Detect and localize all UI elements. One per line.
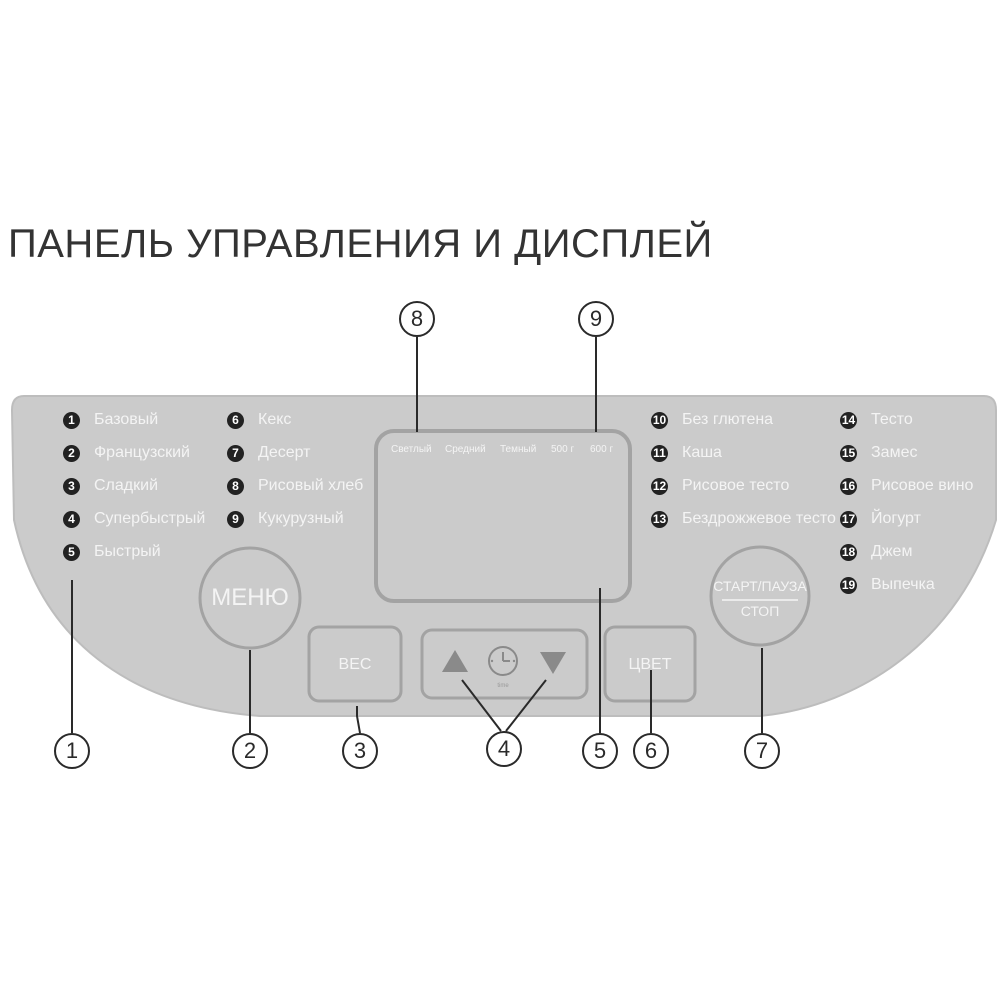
weight-button-shape bbox=[307, 625, 403, 703]
callout-8: 8 bbox=[399, 301, 435, 337]
program-label: Быстрый bbox=[94, 543, 161, 560]
program-number-badge: 5 bbox=[63, 543, 80, 561]
program-number-badge: 19 bbox=[840, 576, 857, 594]
program-item: 14 Тесто bbox=[840, 411, 913, 429]
program-number-badge: 12 bbox=[651, 477, 668, 495]
program-number-badge: 11 bbox=[651, 444, 668, 462]
stop-button[interactable]: СТОП bbox=[740, 603, 780, 619]
program-item: 8 Рисовый хлеб bbox=[227, 477, 363, 495]
callout-lines bbox=[71, 337, 763, 734]
program-item: 16 Рисовое вино bbox=[840, 477, 973, 495]
arrow-down-icon bbox=[540, 652, 566, 674]
program-item: 9 Кукурузный bbox=[227, 510, 344, 528]
start-button-shape bbox=[709, 545, 811, 647]
program-label: Кукурузный bbox=[258, 510, 344, 527]
menu-button-shape bbox=[198, 546, 302, 650]
program-number-badge: 18 bbox=[840, 543, 857, 561]
display-label-medium: Средний bbox=[445, 444, 486, 455]
program-number-badge: 15 bbox=[840, 444, 857, 462]
program-number-badge: 8 bbox=[227, 477, 244, 495]
program-number-badge: 7 bbox=[227, 444, 244, 462]
program-label: Рисовое тесто bbox=[682, 477, 790, 494]
menu-button[interactable]: МЕНЮ bbox=[211, 584, 289, 611]
program-item: 1 Базовый bbox=[63, 411, 158, 429]
callout-9: 9 bbox=[578, 301, 614, 337]
program-label: Французский bbox=[94, 444, 190, 461]
callout-5: 5 bbox=[582, 733, 618, 769]
program-label: Кекс bbox=[258, 411, 292, 428]
program-number-badge: 10 bbox=[651, 411, 668, 429]
page-title: ПАНЕЛЬ УПРАВЛЕНИЯ И ДИСПЛЕЙ bbox=[8, 222, 713, 266]
program-item: 5 Быстрый bbox=[63, 543, 161, 561]
program-number-badge: 6 bbox=[227, 411, 244, 429]
program-item: 13 Бездрожжевое тесто bbox=[651, 510, 836, 528]
program-item: 10 Без глютена bbox=[651, 411, 773, 429]
program-label: Базовый bbox=[94, 411, 159, 428]
callout-3: 3 bbox=[342, 733, 378, 769]
weight-button[interactable]: ВЕС bbox=[338, 656, 372, 673]
callout-4: 4 bbox=[486, 731, 522, 767]
program-label: Рисовое вино bbox=[871, 477, 974, 494]
program-label: Джем bbox=[871, 543, 913, 560]
program-item: 7 Десерт bbox=[227, 444, 311, 462]
display-label-600g: 600 г bbox=[590, 444, 614, 455]
program-label: Замес bbox=[871, 444, 918, 461]
program-number-badge: 1 bbox=[63, 411, 80, 429]
program-number-badge: 14 bbox=[840, 411, 857, 429]
program-item: 12 Рисовое тесто bbox=[651, 477, 789, 495]
callout-1: 1 bbox=[54, 733, 90, 769]
program-number-badge: 2 bbox=[63, 444, 80, 462]
display-label-light: Светлый bbox=[391, 444, 432, 455]
callout-7: 7 bbox=[744, 733, 780, 769]
start-pause-button[interactable]: СТАРТ/ПАУЗА bbox=[713, 578, 807, 594]
callout-6: 6 bbox=[633, 733, 669, 769]
program-label: Рисовый хлеб bbox=[258, 477, 364, 494]
program-label: Каша bbox=[682, 444, 722, 461]
timer-caption: time bbox=[497, 683, 509, 689]
lcd-display bbox=[374, 429, 632, 603]
program-item: 4 Супербыстрый bbox=[63, 510, 205, 528]
program-item: 6 Кекс bbox=[227, 411, 291, 429]
program-item: 11 Каша bbox=[651, 444, 722, 462]
program-label: Без глютена bbox=[682, 411, 774, 428]
arrow-up-icon bbox=[442, 650, 468, 672]
color-button[interactable]: ЦВЕТ bbox=[628, 656, 672, 673]
program-label: Бездрожжевое тесто bbox=[682, 510, 836, 527]
program-item: 2 Французский bbox=[63, 444, 190, 462]
program-item: 3 Сладкий bbox=[63, 477, 158, 495]
program-item: 18 Джем bbox=[840, 543, 912, 561]
callout-2: 2 bbox=[232, 733, 268, 769]
program-label: Сладкий bbox=[94, 477, 158, 494]
program-number-badge: 4 bbox=[63, 510, 80, 528]
program-label: Супербыстрый bbox=[94, 510, 206, 527]
program-label: Выпечка bbox=[871, 576, 935, 593]
program-label: Десерт bbox=[258, 444, 311, 461]
program-item: 19 Выпечка bbox=[840, 576, 935, 594]
program-item: 15 Замес bbox=[840, 444, 917, 462]
program-number-badge: 17 bbox=[840, 510, 857, 528]
display-label-500g: 500 г bbox=[551, 444, 575, 455]
clock-icon bbox=[488, 646, 518, 676]
program-number-badge: 9 bbox=[227, 510, 244, 528]
program-number-badge: 3 bbox=[63, 477, 80, 495]
program-item: 17 Йогурт bbox=[840, 510, 921, 528]
display-label-dark: Темный bbox=[500, 444, 537, 455]
program-number-badge: 16 bbox=[840, 477, 857, 495]
program-label: Йогурт bbox=[871, 510, 921, 527]
program-number-badge: 13 bbox=[651, 510, 668, 528]
program-label: Тесто bbox=[871, 411, 913, 428]
